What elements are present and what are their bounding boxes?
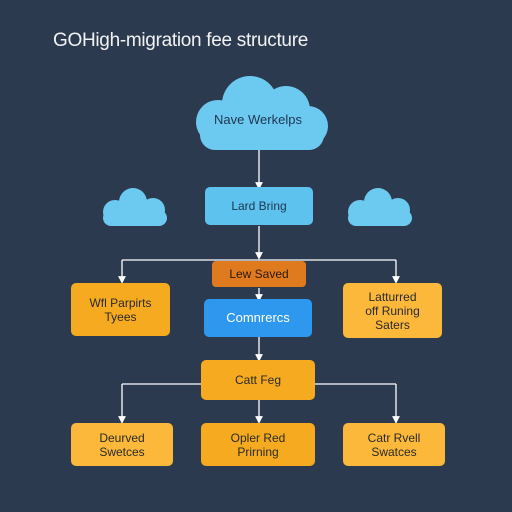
node-level4: Catt Feg <box>201 360 315 400</box>
node-level1: Lard Bring <box>205 187 313 225</box>
right-cloud <box>340 186 418 228</box>
node-bottom-right: Catr Rvell Swatces <box>343 423 445 466</box>
node-right-mid: Latturred off Runing Saters <box>343 283 442 338</box>
top-cloud: Nave Werkelps <box>178 72 338 152</box>
cloud-icon <box>348 188 412 226</box>
left-cloud <box>95 186 173 228</box>
node-bottom-left: Deurved Swetces <box>71 423 173 466</box>
node-level2: Lew Saved <box>212 261 306 287</box>
cloud-icon <box>196 76 328 150</box>
node-bottom-center: Opler Red Prirning <box>201 423 315 466</box>
top-cloud-label: Nave Werkelps <box>214 111 302 127</box>
node-center-mid: Comnrercs <box>204 299 312 337</box>
node-left-mid: Wfl Parpirts Tyees <box>71 283 170 336</box>
cloud-icon <box>103 188 167 226</box>
diagram-title: GOHigh-migration fee structure <box>53 30 308 51</box>
